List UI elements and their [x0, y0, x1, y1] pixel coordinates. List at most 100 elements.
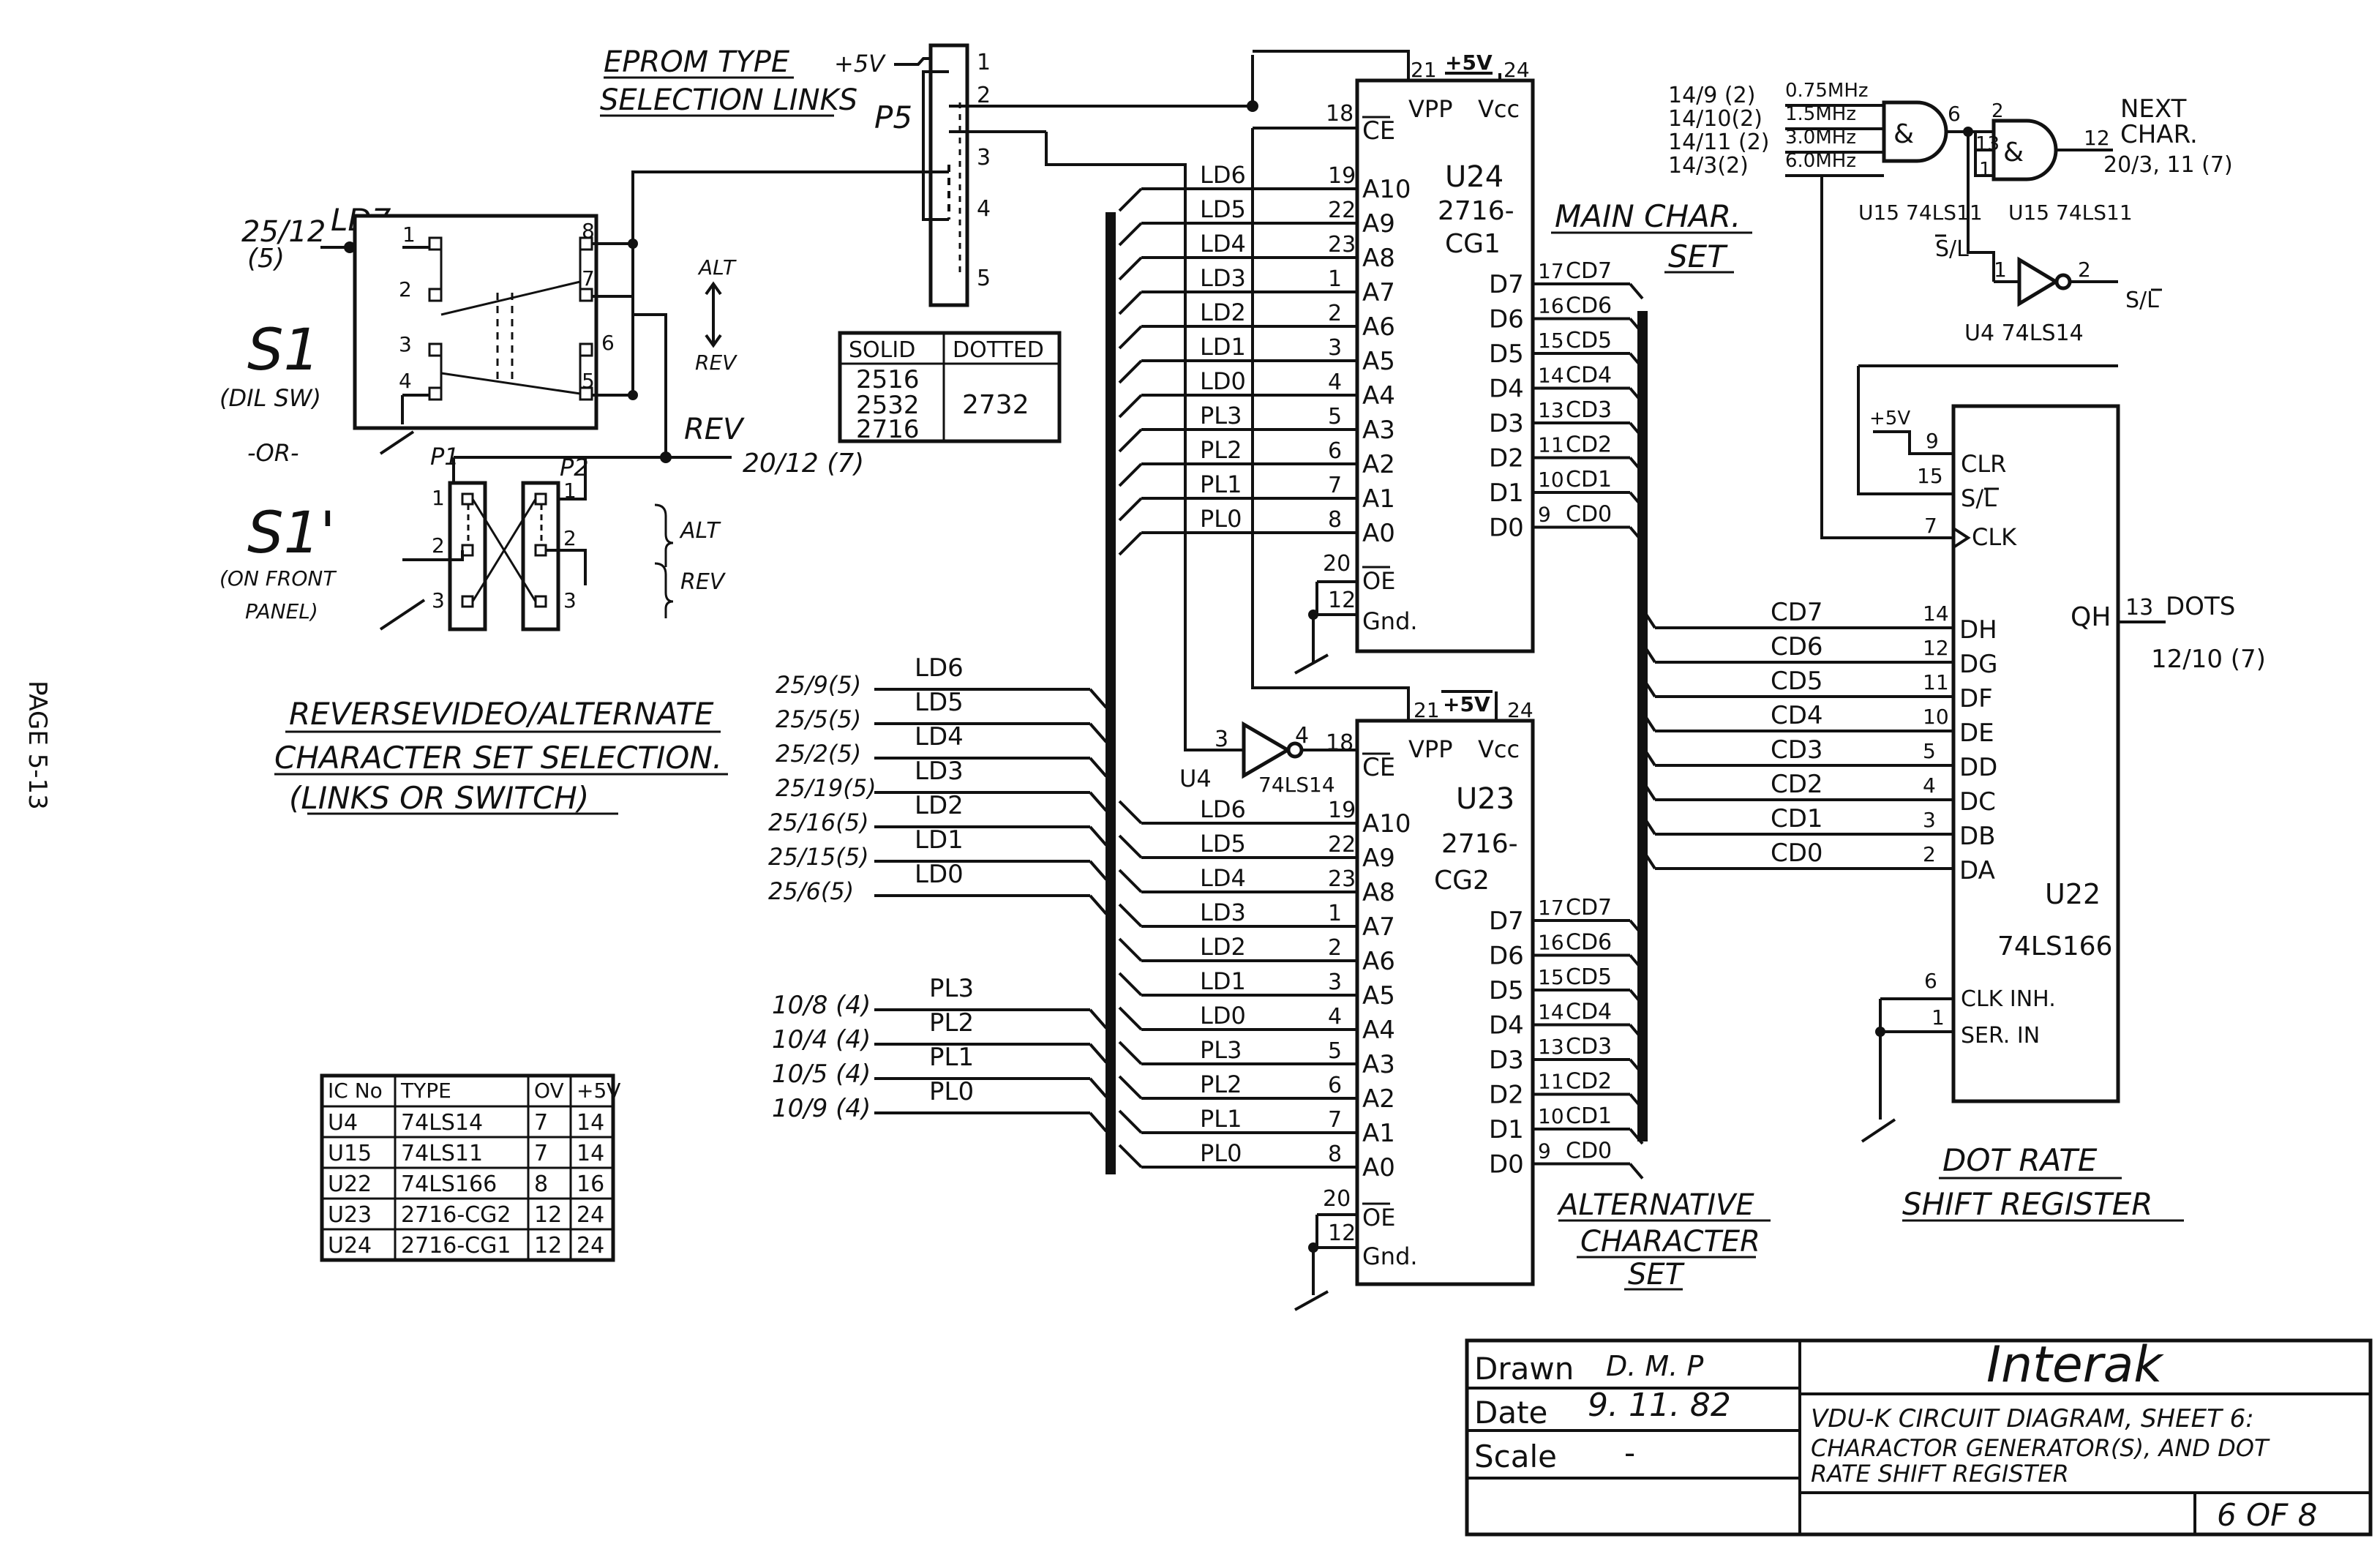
ic-table-cell-2-2: 8: [534, 1171, 548, 1197]
u23-data-pin-0: 17: [1538, 896, 1564, 920]
u23-data-name-6: D1: [1489, 1115, 1524, 1144]
u23-data-name-5: D2: [1489, 1081, 1524, 1110]
u22-caption-2: SHIFT REGISTER: [1902, 1186, 2152, 1222]
u4-pin-out: 4: [1295, 723, 1309, 749]
u22-serin-pin: 1: [1932, 1005, 1945, 1030]
bracket-rev-label: REV: [680, 569, 727, 595]
u23-addr-name-1: A9: [1362, 844, 1395, 873]
u24-data-name-0: D7: [1489, 270, 1524, 299]
s1-prime-desc-1: (ON FRONT: [219, 566, 337, 590]
pl-input-ref-1: 10/4 (4): [772, 1025, 871, 1054]
sheet-number: 6 OF 8: [2217, 1497, 2317, 1533]
ic-table-cell-0-3: 14: [577, 1110, 604, 1136]
u22-input-name-7: DA: [1959, 856, 1995, 885]
next-char-2: CHAR.: [2120, 120, 2198, 149]
s1-prime-label: S1': [247, 500, 336, 566]
u23-addr-net-9: PL1: [1200, 1105, 1242, 1133]
u24-supply: +5V: [1445, 50, 1493, 75]
u24-addr-net-2: LD4: [1200, 230, 1246, 258]
u23-data-name-3: D4: [1489, 1011, 1524, 1041]
u23-addr-pin-4: 2: [1328, 935, 1342, 961]
u22-qh-pin: 13: [2125, 595, 2153, 620]
u23-data-net-0: CD7: [1566, 895, 1612, 921]
ld-input-ref-2: 25/2(5): [776, 740, 861, 768]
u23-vcc: Vcc: [1478, 735, 1520, 763]
ic-table-cell-2-1: 74LS166: [401, 1171, 497, 1197]
gate1-symbol: [1882, 100, 1948, 163]
u23-vpp: VPP: [1408, 735, 1452, 763]
company-name: Interak: [1986, 1336, 2164, 1394]
u22-input-name-6: DB: [1959, 822, 1996, 851]
u24-data-pin-7: 9: [1538, 503, 1551, 527]
u24-addr-pin-2: 23: [1328, 232, 1356, 258]
dil-switch: [353, 214, 598, 430]
inv-pin-in: 1: [1994, 258, 2007, 282]
u23-data-net-6: CD1: [1566, 1103, 1612, 1129]
ic-table-cell-0-1: 74LS14: [401, 1110, 483, 1136]
u23-addr-net-2: LD4: [1200, 864, 1246, 892]
u24-data-name-7: D0: [1489, 514, 1524, 543]
u23-eprom: 21 +5V 24 VPP Vcc 18 CE U23 2716- CG2 LD…: [1193, 128, 1771, 1311]
switch-caption-1: REVERSEVIDEO/ALTERNATE: [289, 696, 714, 732]
u23-data-net-1: CD6: [1566, 930, 1612, 956]
u23-addr-name-5: A5: [1362, 981, 1395, 1011]
u22-sl-pin: 15: [1917, 464, 1943, 488]
u24-data-name-5: D2: [1489, 444, 1524, 473]
u22-clk-pin: 7: [1924, 514, 1937, 538]
u23-addr-pin-3: 1: [1328, 901, 1342, 926]
u23-addr-pin-10: 8: [1328, 1141, 1342, 1167]
u23-body: [1355, 719, 1535, 1286]
ic-table-cell-1-2: 7: [534, 1141, 548, 1166]
inverter-u4-ce: 3 4 U4 74LS14: [949, 105, 1357, 797]
bracket-alt-label: ALT: [679, 518, 721, 544]
eprom-links-title-2: SELECTION LINKS: [600, 83, 857, 117]
ld-input-net-1: LD5: [915, 688, 964, 717]
inv-out-label: S/L: [2125, 288, 2159, 313]
u24-addr-net-10: PL0: [1200, 505, 1242, 533]
u22-clr: CLR: [1961, 450, 2006, 478]
u22-part: 74LS166: [1997, 931, 2112, 961]
u22-serin: SER. IN: [1961, 1023, 2040, 1049]
gate2-ref: U15 74LS11: [2008, 200, 2133, 225]
ld-input-ref-1: 25/5(5): [776, 705, 861, 733]
u23-data-pin-4: 13: [1538, 1035, 1564, 1059]
u24-data-pin-1: 16: [1538, 294, 1564, 318]
gate2-pin-a: 2: [1992, 100, 2004, 122]
u4b-inverter-symbol: [2017, 256, 2060, 307]
u23-addr-pin-1: 22: [1328, 832, 1356, 858]
gate-in-ref-0: 14/9 (2): [1668, 83, 1755, 108]
u23-addr-name-2: A8: [1362, 878, 1395, 907]
ld-inputs: 25/9(5)LD625/5(5)LD525/2(5)LD425/19(5)LD…: [768, 653, 1108, 915]
gate-in-ref-2: 14/11 (2): [1668, 130, 1770, 155]
u22-supply: +5V: [1869, 408, 1910, 430]
date-label: Date: [1474, 1395, 1547, 1431]
sw-pin-7: 7: [582, 266, 595, 290]
u24-addr-net-7: PL3: [1200, 402, 1242, 430]
u22-clk: CLK: [1972, 523, 2017, 551]
u24-data-pin-0: 17: [1538, 259, 1564, 283]
u22-input-pin-5: 4: [1923, 773, 1936, 798]
u22-input-name-5: DC: [1959, 787, 1996, 817]
sw-pin-6: 6: [601, 331, 615, 355]
u24-addr-name-0: A10: [1362, 175, 1411, 204]
u22-input-net-6: CD1: [1771, 804, 1823, 833]
ic-table-cell-1-0: U15: [328, 1141, 372, 1166]
u24-data-pin-3: 14: [1538, 364, 1564, 388]
inv-ref: U4 74LS14: [1964, 320, 2084, 346]
u22-input-pin-4: 5: [1923, 739, 1936, 763]
p5-pin-5: 5: [977, 266, 991, 291]
u4-pin-in: 3: [1215, 727, 1228, 752]
p1-pin-3: 3: [432, 588, 445, 612]
p5-pin-2: 2: [977, 83, 991, 108]
sw-pin-3: 3: [399, 332, 412, 356]
u4-inverter-symbol: [1242, 721, 1291, 779]
u22-input-pin-3: 10: [1923, 705, 1949, 729]
gate2-pin-out: 12: [2084, 126, 2110, 150]
u23-oe: OE: [1362, 1204, 1395, 1231]
ld-input-net-6: LD0: [915, 860, 964, 889]
u24-addr-net-5: LD1: [1200, 333, 1246, 361]
ic-table-header-0: IC No: [328, 1079, 383, 1103]
sl-label: S/L: [1935, 236, 1969, 262]
